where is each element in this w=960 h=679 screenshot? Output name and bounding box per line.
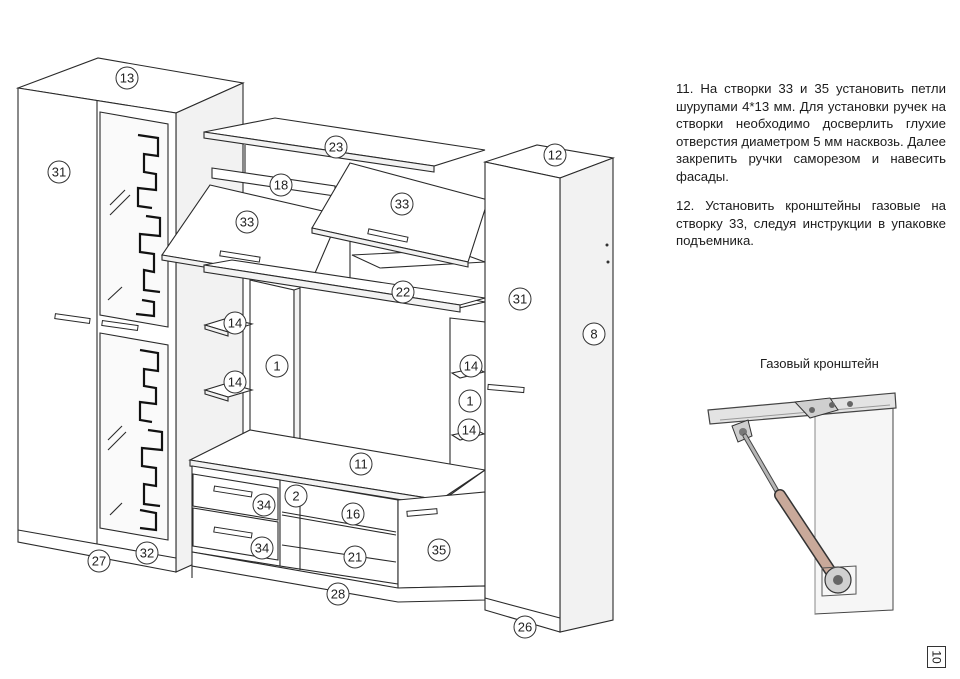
svg-text:13: 13 [120, 71, 134, 86]
right-cabinet [482, 144, 616, 633]
svg-text:31: 31 [513, 292, 527, 307]
svg-text:21: 21 [348, 550, 362, 565]
glass-door-upper [99, 111, 169, 328]
right-cabinet-front [484, 161, 561, 633]
svg-text:23: 23 [329, 140, 343, 155]
gas-lift-illustration [707, 392, 897, 615]
part-callout-27: 27 [87, 549, 111, 573]
svg-text:1: 1 [273, 359, 280, 374]
part-callout-14-a: 14 [223, 311, 247, 335]
svg-text:8: 8 [590, 327, 597, 342]
svg-text:34: 34 [257, 498, 271, 513]
svg-text:34: 34 [255, 541, 269, 556]
part-callout-23: 23 [324, 135, 348, 159]
part-callout-31-left: 31 [47, 160, 71, 184]
flap-door-left-handle [219, 250, 261, 263]
svg-text:33: 33 [395, 197, 409, 212]
part-callout-14-c: 14 [459, 354, 483, 378]
part-callout-33-right: 33 [390, 192, 414, 216]
part-callout-34-top: 34 [252, 493, 276, 517]
part-callout-33-left: 33 [235, 210, 259, 234]
part-callout-28: 28 [326, 582, 350, 606]
svg-text:27: 27 [92, 554, 106, 569]
part-callout-21: 21 [343, 545, 367, 569]
gas-lift-caption: Газовый кронштейн [760, 356, 879, 371]
part-callout-2: 2 [284, 484, 308, 508]
part-callout-31-right: 31 [508, 287, 532, 311]
part-callout-1-left: 1 [265, 354, 289, 378]
svg-text:18: 18 [274, 178, 288, 193]
part-callout-14-d: 14 [457, 418, 481, 442]
part-callout-14-b: 14 [223, 370, 247, 394]
right-cabinet-side [559, 157, 614, 633]
glass-door-lower [99, 332, 169, 541]
glass-door-handle [101, 319, 139, 332]
part-callout-32: 32 [135, 541, 159, 565]
instruction-step-11: 11. На створки 33 и 35 установить петли … [676, 81, 946, 184]
part-callout-11: 11 [349, 452, 373, 476]
svg-text:14: 14 [462, 423, 476, 438]
svg-text:12: 12 [548, 148, 562, 163]
svg-text:16: 16 [346, 507, 360, 522]
part-callout-34-bottom: 34 [250, 536, 274, 560]
svg-text:31: 31 [52, 165, 66, 180]
part-callout-13: 13 [115, 66, 139, 90]
svg-text:33: 33 [240, 215, 254, 230]
drawer-bottom-handle [213, 526, 253, 539]
wardrobe-door-handle [54, 313, 91, 325]
instruction-step-12: 12. Установить кронштейны газовые на ств… [676, 198, 946, 248]
part-callout-1-right: 1 [458, 389, 482, 413]
part-callout-35: 35 [427, 538, 451, 562]
part-callout-18: 18 [269, 173, 293, 197]
part-callout-8: 8 [582, 322, 606, 346]
svg-text:2: 2 [292, 489, 299, 504]
svg-text:26: 26 [518, 620, 532, 635]
lower-right-door-handle [406, 508, 438, 517]
svg-text:28: 28 [331, 587, 345, 602]
right-cabinet-handle [487, 383, 525, 394]
part-callout-12: 12 [543, 143, 567, 167]
svg-text:14: 14 [464, 359, 478, 374]
page-number: 10 [927, 646, 946, 668]
svg-text:11: 11 [354, 457, 368, 472]
svg-text:14: 14 [228, 375, 242, 390]
svg-text:32: 32 [140, 546, 154, 561]
svg-text:1: 1 [466, 394, 473, 409]
svg-text:14: 14 [228, 316, 242, 331]
drawer-top-handle [213, 485, 253, 498]
part-callout-22: 22 [391, 280, 415, 304]
svg-text:35: 35 [432, 543, 446, 558]
part-callout-16: 16 [341, 502, 365, 526]
svg-text:22: 22 [396, 285, 410, 300]
flap-door-right-handle [367, 228, 409, 243]
part-callout-26: 26 [513, 615, 537, 639]
